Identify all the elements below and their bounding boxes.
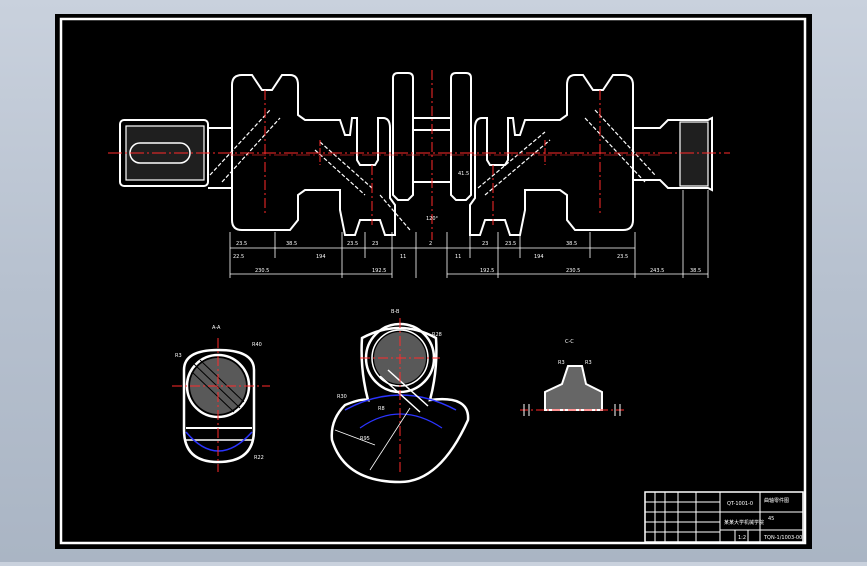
drawing-number: QT-1001-0 [727,501,753,507]
dim-l10: 38.5 [690,268,701,274]
dim-d8: 38.5 [566,241,577,247]
dim-d4: 23 [372,241,378,247]
centerlines [108,70,730,240]
dim-l9: 243.5 [650,268,664,274]
section-a-a: A-A R3 R40 R22 [172,325,270,472]
dim-d2: 38.5 [286,241,297,247]
title-block-text: QT-1001-0 曲轴零件图 45 某某大学机械学院 1:2 TQN-1/10… [724,497,802,541]
section-c-c-title: C-C [565,339,574,345]
dim-d5: 2 [429,241,432,247]
dim-l2: 194 [316,254,326,260]
drawing-border [59,17,807,545]
center-length-label: 41.5 [458,171,469,177]
section-c-c: C-C R3 R3 [520,339,625,416]
dim-l7: 194 [534,254,544,260]
bb-r3: R95 [360,436,370,442]
dim-l11: 22.5 [233,254,244,260]
dim-l4: 11 [400,254,406,260]
drawing-sheet [55,14,812,549]
oil-passages [209,109,656,231]
dim-d7: 23.5 [505,241,516,247]
dim-l5: 11 [455,254,461,260]
section-b-b-title: B-B [391,309,400,315]
drawing-code: TQN-1/1003-00 [763,535,802,541]
bb-r1: R28 [432,332,442,338]
angle-label: 120° [426,216,439,222]
section-b-b: B-B R28 R30 R95 R8 [330,309,470,484]
dim-texts-main: 23.5 38.5 23.5 23 2 23 23.5 38.5 23.5 22… [233,171,701,274]
dim-l3: 192.5 [372,268,386,274]
dim-d9: 23.5 [617,254,628,260]
dim-l6: 192.5 [480,268,494,274]
dim-d1: 23.5 [236,241,247,247]
aa-r2: R40 [252,342,262,348]
aa-r1: R3 [175,353,182,359]
dim-d3: 23.5 [347,241,358,247]
part-name: 曲轴零件图 [764,497,789,504]
bb-r2: R30 [337,394,347,400]
section-a-a-title: A-A [212,325,221,331]
dim-l8: 230.5 [566,268,580,274]
dimension-lines [229,190,709,278]
cc-r1: R3 [558,360,565,366]
title-block [644,491,804,543]
dim-d6: 23 [482,241,488,247]
dim-l1: 230.5 [255,268,269,274]
aa-r3: R22 [254,455,264,461]
scale: 1:2 [738,535,746,541]
material: 45 [768,516,774,522]
hatch-right-end [679,121,709,187]
cc-r2: R3 [585,360,592,366]
company-name: 某某大学机械学院 [724,519,764,526]
hatch-c-c [544,365,603,411]
bb-r4: R8 [378,406,385,412]
